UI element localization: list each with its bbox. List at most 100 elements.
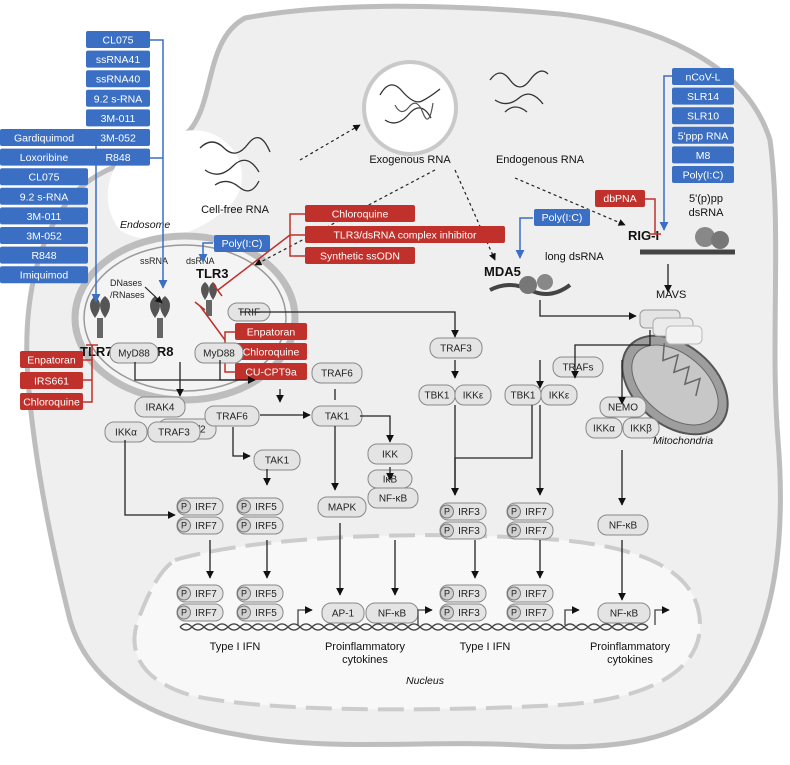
svg-text:ssRNA40: ssRNA40 [96,74,141,86]
tlr3-label: TLR3 [196,266,229,281]
nucleus-label: Nucleus [406,675,445,687]
svg-text:R848: R848 [31,250,56,262]
svg-text:AP-1: AP-1 [332,609,355,620]
svg-text:NF-κB: NF-κB [610,609,639,620]
ikkb-node: IKKβ [622,417,660,439]
tlr7-label: TLR7 [80,344,113,359]
tlr8-inhibitor-1: Chloroquine [235,343,307,360]
rigi-agonist-0: nCoV-L [672,68,734,85]
svg-text:IRF7: IRF7 [525,507,547,518]
nfkb-node-nuc2: NF-κB [597,602,651,624]
svg-text:IRF7: IRF7 [195,589,217,600]
irf7-cyt-c: P IRF7 [506,502,554,521]
svg-text:IRF3: IRF3 [458,507,480,518]
svg-text:P: P [511,608,517,618]
tak1-node-a: TAK1 [253,449,301,471]
rigi-label: RIG-I [628,228,659,243]
svg-text:P: P [241,521,247,531]
tlr8-agonist-3: 9.2 s-RNA [86,89,150,107]
rnases-label: /RNases [110,290,145,300]
svg-text:IRF7: IRF7 [195,502,217,513]
tlr8-inhibitor-0: Enpatoran [235,323,307,340]
svg-text:IKK: IKK [382,450,398,461]
ap1-node: AP-1 [321,602,365,624]
ppp-dsrna-1: 5'(p)pp [689,193,723,205]
svg-text:Gardiquimod: Gardiquimod [14,133,74,145]
svg-text:NEMO: NEMO [608,403,638,414]
svg-text:ssRNA41: ssRNA41 [96,54,141,66]
mda5-label: MDA5 [484,264,521,279]
tlr8-agonist-6: R848 [86,148,150,166]
trafs-node: TRAFs [552,356,604,378]
svg-text:IKKα: IKKα [115,428,137,439]
proinflam-label-1b: cytokines [342,654,388,666]
svg-text:IRAK4: IRAK4 [146,403,175,414]
svg-text:P: P [241,589,247,599]
svg-text:IRF3: IRF3 [458,526,480,537]
tlr7-agonist-5: 3M-052 [0,227,88,244]
svg-text:P: P [511,589,517,599]
svg-text:P: P [181,589,187,599]
svg-text:MyD88: MyD88 [203,349,235,360]
svg-text:Loxoribine: Loxoribine [20,152,69,164]
tlr8-agonist-2: ssRNA40 [86,70,150,88]
irf7-nuc-a: P IRF7 [176,584,224,603]
svg-text:P: P [444,589,450,599]
svg-text:3M-052: 3M-052 [26,231,62,243]
svg-text:IRF5: IRF5 [255,589,277,600]
tlr8-agonist-5: 3M-052 [86,129,150,146]
mavs-complex: MAVS [639,289,703,345]
exogenous-rna-vesicle [362,60,458,156]
svg-text:P: P [444,507,450,517]
svg-text:Poly(I:C): Poly(I:C) [222,238,263,250]
svg-text:P: P [181,521,187,531]
svg-text:P: P [241,608,247,618]
irf3-nuc-a: P IRF3 [439,584,487,603]
type1-ifn-label-2: Type I IFN [460,641,511,653]
cell-free-rna-label: Cell-free RNA [201,204,270,216]
nemo-node: NEMO [599,396,647,418]
mitochondria: Mitochondria [621,334,729,447]
svg-text:TRAF3: TRAF3 [440,344,472,355]
svg-text:nCoV-L: nCoV-L [685,72,720,84]
irf5-cyt-b: P IRF5 [236,516,284,535]
long-dsrna-label: long dsRNA [545,251,604,263]
myd88-node-tlr8: MyD88 [194,342,244,364]
svg-text:IRS661: IRS661 [34,376,69,388]
signaling-arrows [124,264,672,601]
inhibitor-connectors [83,198,661,403]
nfkb-node-nuc1: NF-κB [365,602,419,624]
svg-text:IRF5: IRF5 [255,521,277,532]
tlr8-agonist-1: ssRNA41 [86,50,150,68]
exogenous-rna-label: Exogenous RNA [369,154,451,166]
nfkb-node-cyt2: NF-κB [597,514,649,536]
svg-text:MyD88: MyD88 [118,349,150,360]
endosome-label: Endosome [120,219,170,231]
dnases-label: DNases [110,278,143,288]
svg-text:Synthetic ssODN: Synthetic ssODN [320,251,400,263]
svg-text:P: P [511,507,517,517]
ikka-node-b: IKKα [585,417,623,439]
svg-text:IRF3: IRF3 [458,589,480,600]
svg-text:IKKα: IKKα [593,424,615,435]
irf5-nuc-a: P IRF5 [236,584,284,603]
proinflam-label-2a: Proinflammatory [590,641,671,653]
traf3-node-a: TRAF3 [147,421,201,443]
tlr3-inhibitor-0: Chloroquine [305,205,415,222]
svg-text:IRF7: IRF7 [195,608,217,619]
svg-text:dbPNA: dbPNA [603,193,636,205]
svg-text:TRAF3: TRAF3 [158,428,190,439]
tlr3-agonist-badge: Poly(I:C) [214,235,270,252]
svg-text:P: P [181,502,187,512]
tlr7-inhibitor-0: Enpatoran [20,351,83,368]
svg-text:NF-κB: NF-κB [379,494,408,505]
rigi-receptor: RIG-I 5'(p)pp dsRNA [628,193,735,255]
svg-text:Chloroquine: Chloroquine [243,347,300,359]
mapk-node: MAPK [317,496,367,518]
